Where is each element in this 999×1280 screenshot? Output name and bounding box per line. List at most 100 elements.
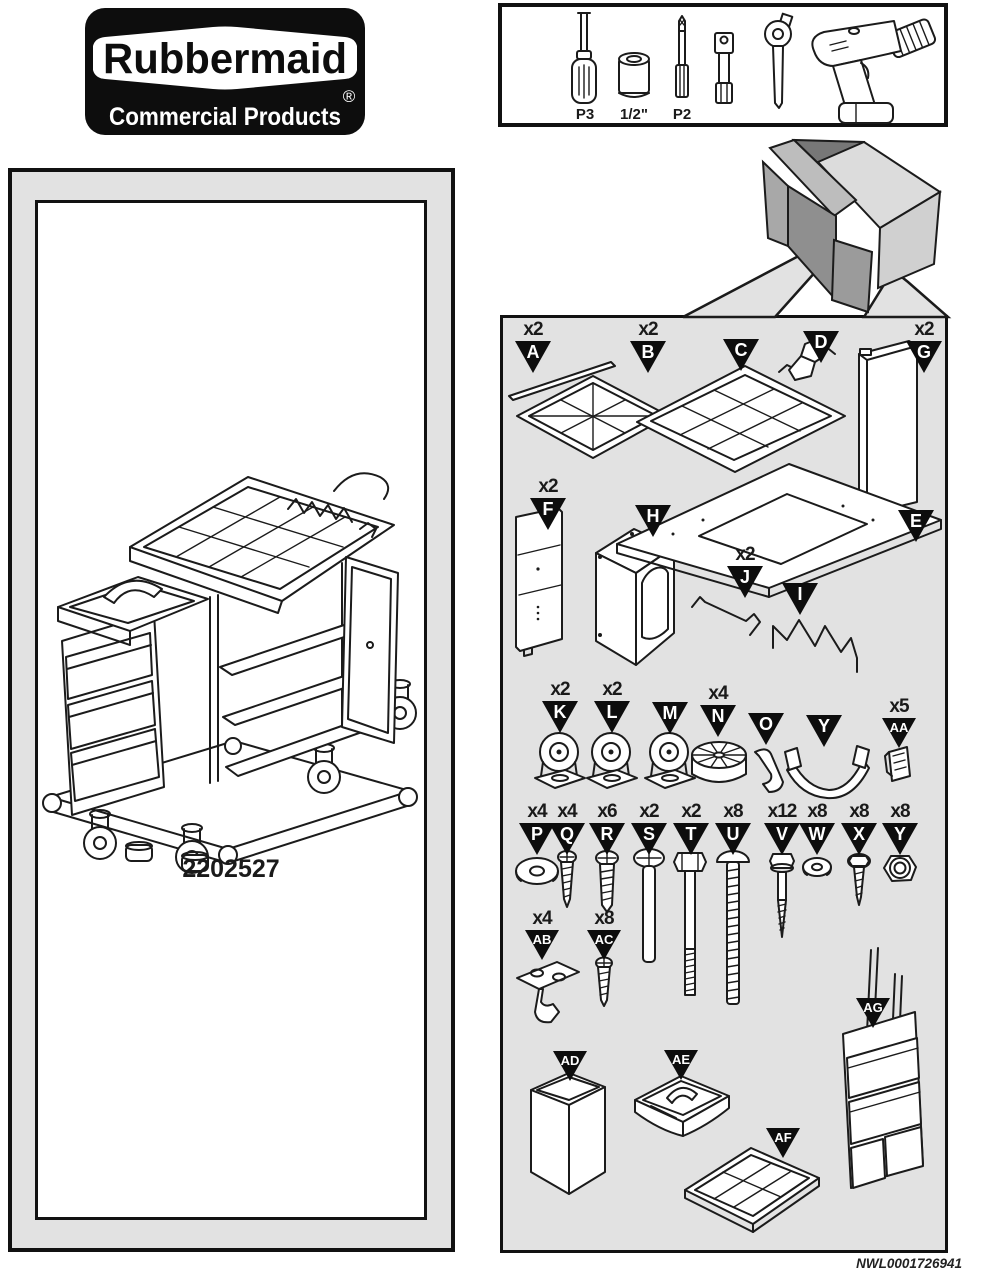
- logo-lens-shape: [93, 26, 357, 90]
- part-marker-Y-strap: Y: [802, 694, 846, 747]
- part-letter-Q: Q: [559, 824, 574, 844]
- part-letter-S: S: [642, 824, 655, 844]
- part-marker-AG: AG: [851, 977, 895, 1028]
- tools-illustration: [571, 12, 937, 124]
- logo-brand-text: Rubbermaid: [103, 35, 347, 83]
- part-marker-L: x2 L: [590, 680, 634, 733]
- part-marker-R: x6 R: [585, 802, 629, 855]
- part-qty-Y-nut: x8: [890, 801, 910, 822]
- part-ae-caddy-illustration: [634, 1075, 730, 1137]
- part-marker-AA: x5 AA: [877, 697, 921, 748]
- part-ac-screw-illustration: [595, 956, 613, 1007]
- part-qty-W: x8: [807, 801, 827, 822]
- tool-label-screwdriver: P3: [575, 106, 595, 123]
- part-triangle-N: N: [700, 705, 736, 737]
- tool-label-socket: 1/2": [620, 106, 648, 123]
- part-triangle-AG: AG: [856, 998, 890, 1028]
- part-letter-X: X: [852, 824, 865, 844]
- part-qty-A: x2: [523, 319, 543, 340]
- part-letter-A: A: [526, 342, 540, 362]
- part-qty-S: x2: [639, 801, 659, 822]
- part-triangle-J: J: [727, 566, 763, 598]
- part-v-lag-screw-illustration: [769, 853, 795, 938]
- part-ad-bin-illustration: [530, 1072, 606, 1195]
- parts-panel: x2 A x2 B C D x2 G x2 F H x2 J I E x2 K …: [500, 315, 948, 1253]
- cart-caster: [307, 743, 341, 794]
- part-j-wire-hook-illustration: [691, 596, 761, 636]
- part-triangle-Q: Q: [549, 823, 585, 855]
- part-letter-P: P: [530, 824, 543, 844]
- part-marker-K: x2 K: [538, 680, 582, 733]
- part-marker-T: x2 T: [669, 802, 713, 855]
- part-qty-K: x2: [550, 679, 570, 700]
- part-marker-V: x12 V: [760, 802, 804, 855]
- part-letter-N: N: [711, 706, 725, 726]
- power-drill-icon: [811, 18, 937, 124]
- part-marker-J: x2 J: [723, 545, 767, 598]
- part-marker-C: C: [719, 318, 763, 371]
- part-triangle-Y-strap: Y: [806, 715, 842, 747]
- part-w-washer-illustration: [802, 857, 832, 877]
- cart-foot: [181, 851, 209, 872]
- part-qty-J: x2: [735, 544, 755, 565]
- logo-registered-mark: ®: [343, 87, 356, 106]
- part-letter-G: G: [916, 342, 931, 362]
- part-marker-N: x4 N: [696, 684, 740, 737]
- part-letter-AG: AG: [863, 1000, 883, 1015]
- part-marker-Q: x4 Q: [545, 802, 589, 855]
- part-letter-E: E: [909, 511, 922, 531]
- part-qty-AB: x4: [532, 908, 552, 929]
- part-triangle-G: G: [906, 341, 942, 373]
- tool-label-bit: P2: [672, 106, 692, 123]
- part-triangle-C: C: [723, 339, 759, 371]
- part-x-hex-screw-illustration: [847, 853, 871, 906]
- part-letter-U: U: [726, 824, 740, 844]
- part-letter-J: J: [739, 567, 750, 587]
- part-s-bolt-illustration: [633, 848, 665, 963]
- cart-foot: [125, 841, 153, 862]
- part-letter-V: V: [775, 824, 788, 844]
- part-y-nut-illustration: [883, 855, 917, 882]
- part-marker-AB: x4 AB: [520, 909, 564, 960]
- part-marker-P: x4 P: [515, 802, 559, 855]
- part-o-bracket-illustration: [754, 748, 784, 793]
- part-letter-Y-strap: Y: [817, 716, 830, 736]
- part-aa-clip-illustration: [884, 746, 911, 782]
- part-triangle-O: O: [748, 713, 784, 745]
- part-marker-AD: AD: [548, 1030, 592, 1081]
- part-q-screw-illustration: [557, 850, 577, 908]
- part-l-caster-illustration: [586, 732, 638, 789]
- part-marker-B: x2 B: [626, 320, 670, 373]
- document-code: NWL0001726941: [856, 1256, 962, 1271]
- part-triangle-AC: AC: [587, 930, 621, 960]
- product-frame-inner: 2202527: [35, 200, 427, 1220]
- part-i-wire-rack-illustration: [772, 619, 858, 673]
- part-y-strap-illustration: [784, 745, 870, 800]
- part-marker-X: x8 X: [837, 802, 881, 855]
- part-qty-G: x2: [914, 319, 934, 340]
- part-letter-AA: AA: [889, 720, 909, 735]
- part-letter-H: H: [646, 506, 660, 526]
- part-triangle-S: S: [631, 823, 667, 855]
- part-triangle-E: E: [898, 510, 934, 542]
- part-marker-W: x8 W: [795, 802, 839, 855]
- part-marker-E: E: [894, 489, 938, 542]
- part-letter-AE: AE: [671, 1052, 691, 1067]
- part-letter-D: D: [814, 332, 828, 352]
- socket-icon: [618, 52, 650, 98]
- part-triangle-F: F: [530, 498, 566, 530]
- part-letter-K: K: [553, 702, 567, 722]
- part-marker-D: D: [799, 310, 843, 363]
- part-letter-AF: AF: [774, 1130, 792, 1145]
- part-letter-AB: AB: [532, 932, 552, 947]
- part-letter-R: R: [600, 824, 614, 844]
- assembled-cart-illustration: [42, 472, 418, 874]
- part-marker-Y-nut: x8 Y: [878, 802, 922, 855]
- part-letter-T: T: [685, 824, 697, 844]
- part-triangle-R: R: [589, 823, 625, 855]
- part-qty-AA: x5: [889, 696, 909, 717]
- part-marker-I: I: [778, 562, 822, 615]
- part-t-hex-bolt-illustration: [673, 852, 707, 996]
- part-letter-F: F: [542, 499, 554, 519]
